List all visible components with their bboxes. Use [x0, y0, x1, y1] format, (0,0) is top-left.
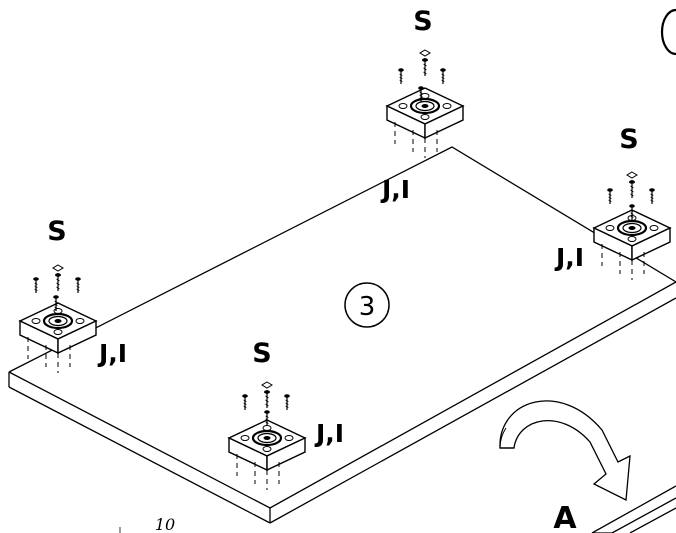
page-number: 10	[155, 515, 175, 533]
screw-label-back: S	[413, 6, 432, 37]
fitting-label-front: J,I	[314, 419, 344, 448]
partial-circle-icon	[660, 8, 676, 56]
rotate-arrow-icon	[499, 400, 631, 502]
step-number-badge: 3	[344, 282, 390, 328]
fitting-label-back: J,I	[380, 175, 410, 204]
fitting-label-left: J,I	[97, 339, 127, 368]
screw-label-left: S	[47, 216, 66, 247]
step-number: 3	[359, 292, 376, 322]
rotate-label: A	[553, 501, 577, 533]
fitting-back	[385, 49, 465, 160]
rotated-panel-icon	[591, 485, 676, 533]
screw-label-right: S	[619, 124, 638, 155]
screw-label-front: S	[252, 338, 271, 369]
board-panel	[8, 146, 676, 524]
fitting-label-right: J,I	[554, 243, 584, 272]
